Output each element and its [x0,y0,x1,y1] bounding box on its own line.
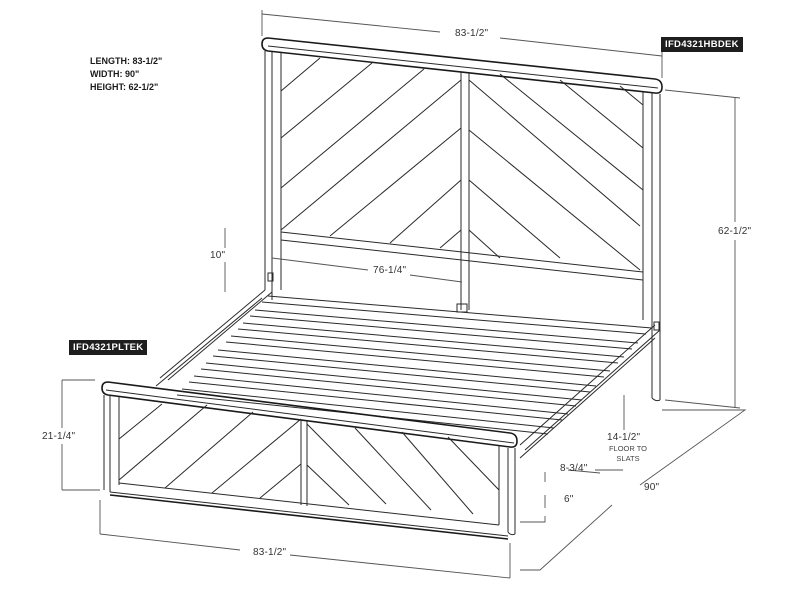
platform-sku-tag: IFD4321PLTEK [69,340,148,355]
slat-deck [155,258,661,459]
note-line-2: SLATS [616,454,640,463]
dim-rail-height: 8-3/4" [560,463,588,474]
dim-footboard-width: 83-1/2" [253,547,287,558]
dim-floor-to-slats-note: FLOOR TO SLATS [607,444,649,464]
dim-headboard-height: 62-1/2" [718,226,752,237]
headboard-sku-tag: IFD4321HBDEK [661,37,743,52]
headboard [261,37,663,402]
dim-depth: 90" [644,482,660,493]
dim-footboard-height: 21-1/4" [42,431,76,442]
spec-length: LENGTH: 83-1/2" [90,56,163,66]
dim-inner-width: 76-1/4" [373,265,407,276]
note-line-1: FLOOR TO [608,444,648,453]
specs-block: LENGTH: 83-1/2" WIDTH: 90" HEIGHT: 62-1/… [90,55,162,94]
spec-height: HEIGHT: 62-1/2" [90,82,159,92]
dim-floor-to-slats: 14-1/2" [607,432,641,443]
dimension-lines [61,10,747,579]
footboard [101,381,518,540]
dim-headboard-gap: 10" [210,250,226,261]
spec-width: WIDTH: 90" [90,69,140,79]
dim-headboard-width: 83-1/2" [455,28,489,39]
dim-clearance: 6" [564,494,574,505]
